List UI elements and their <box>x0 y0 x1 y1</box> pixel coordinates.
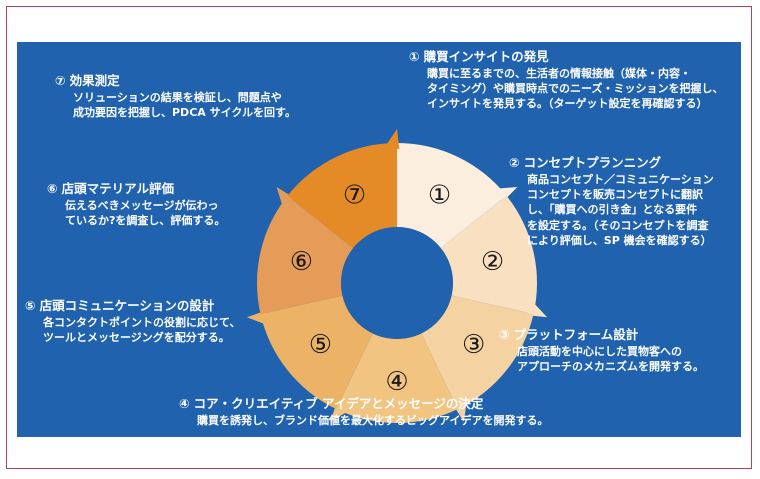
step-2-desc-2: コンセプトを販売コンセプトに翻訳 <box>527 187 703 201</box>
step-2-desc-1: 商品コンセプト／コミュニケーション <box>527 172 714 186</box>
cycle-pointer-1 <box>492 186 518 202</box>
cycle-pointer-3 <box>453 396 468 422</box>
cycle-segment-7 <box>287 143 397 249</box>
cycle-ring: ① ② ③ ④ ⑤ ⑥ ⑦ <box>246 129 548 423</box>
cycle-segment-4 <box>336 333 458 423</box>
step-2-desc-4: を設定する。（そのコンセプトを調査 <box>527 218 709 232</box>
step-7-desc-1: ソリューションの結果を検証し、問題点や <box>73 90 282 104</box>
step-2-desc-5: により評価し、SP 機会を確認する） <box>527 234 712 248</box>
cycle-label-3: ③ <box>462 330 485 360</box>
step-1-desc-3: インサイトを発見する。（ターゲット設定を再確認する） <box>427 97 708 111</box>
cycle-label-7: ⑦ <box>343 181 366 211</box>
step-6-desc-2: ているか?を調査し、評価する。 <box>65 213 226 227</box>
cycle-label-5: ⑤ <box>309 330 332 360</box>
step-2-desc-3: し、「購買への引き金」となる要件 <box>527 203 698 217</box>
cycle-segment-1 <box>397 143 507 249</box>
cycle-pointer-2 <box>527 298 548 318</box>
outer-frame <box>6 6 752 469</box>
cycle-segment-2 <box>440 195 538 315</box>
cycle-label-4: ④ <box>385 367 408 397</box>
step-6-desc-1: 伝えるべきメッセージが伝わっ <box>65 198 219 212</box>
step-3-desc-1: 店頭活動を中心にした買物客への <box>517 344 682 358</box>
cycle-segment-6 <box>257 195 354 315</box>
cycle-center-hole <box>341 227 453 339</box>
step-1-desc-1: 購買に至るまでの、生活者の情報接触（媒体・内容・ <box>427 66 691 80</box>
cycle-pointer-6 <box>276 186 294 211</box>
cycle-segment-3 <box>421 295 534 410</box>
cycle-label-6: ⑥ <box>290 247 313 277</box>
step-4-desc-1: 購買を誘発し、ブランド価値を最大化するビッグアイデアを開発する。 <box>197 413 549 427</box>
step-5-desc-2: ツールとメッセージングを配分する。 <box>43 330 230 344</box>
cycle-segment-5 <box>260 295 373 410</box>
step-1-desc-2: タイミング）や購買時点でのニーズ・ミッションを把握し、 <box>427 81 724 95</box>
cycle-label-2: ② <box>481 247 504 277</box>
step-5-desc-1: 各コンタクトポイントの役割に応じて、 <box>43 315 241 329</box>
step-3-desc-2: アプローチのメカニズムを開発する。 <box>517 359 704 373</box>
cycle-label-1: ① <box>428 181 451 211</box>
step-7-desc-2: 成功要因を把握し、PDCA サイクルを回す。 <box>73 105 296 119</box>
cycle-pointer-7 <box>382 129 400 150</box>
cycle-pointer-5 <box>246 310 271 327</box>
